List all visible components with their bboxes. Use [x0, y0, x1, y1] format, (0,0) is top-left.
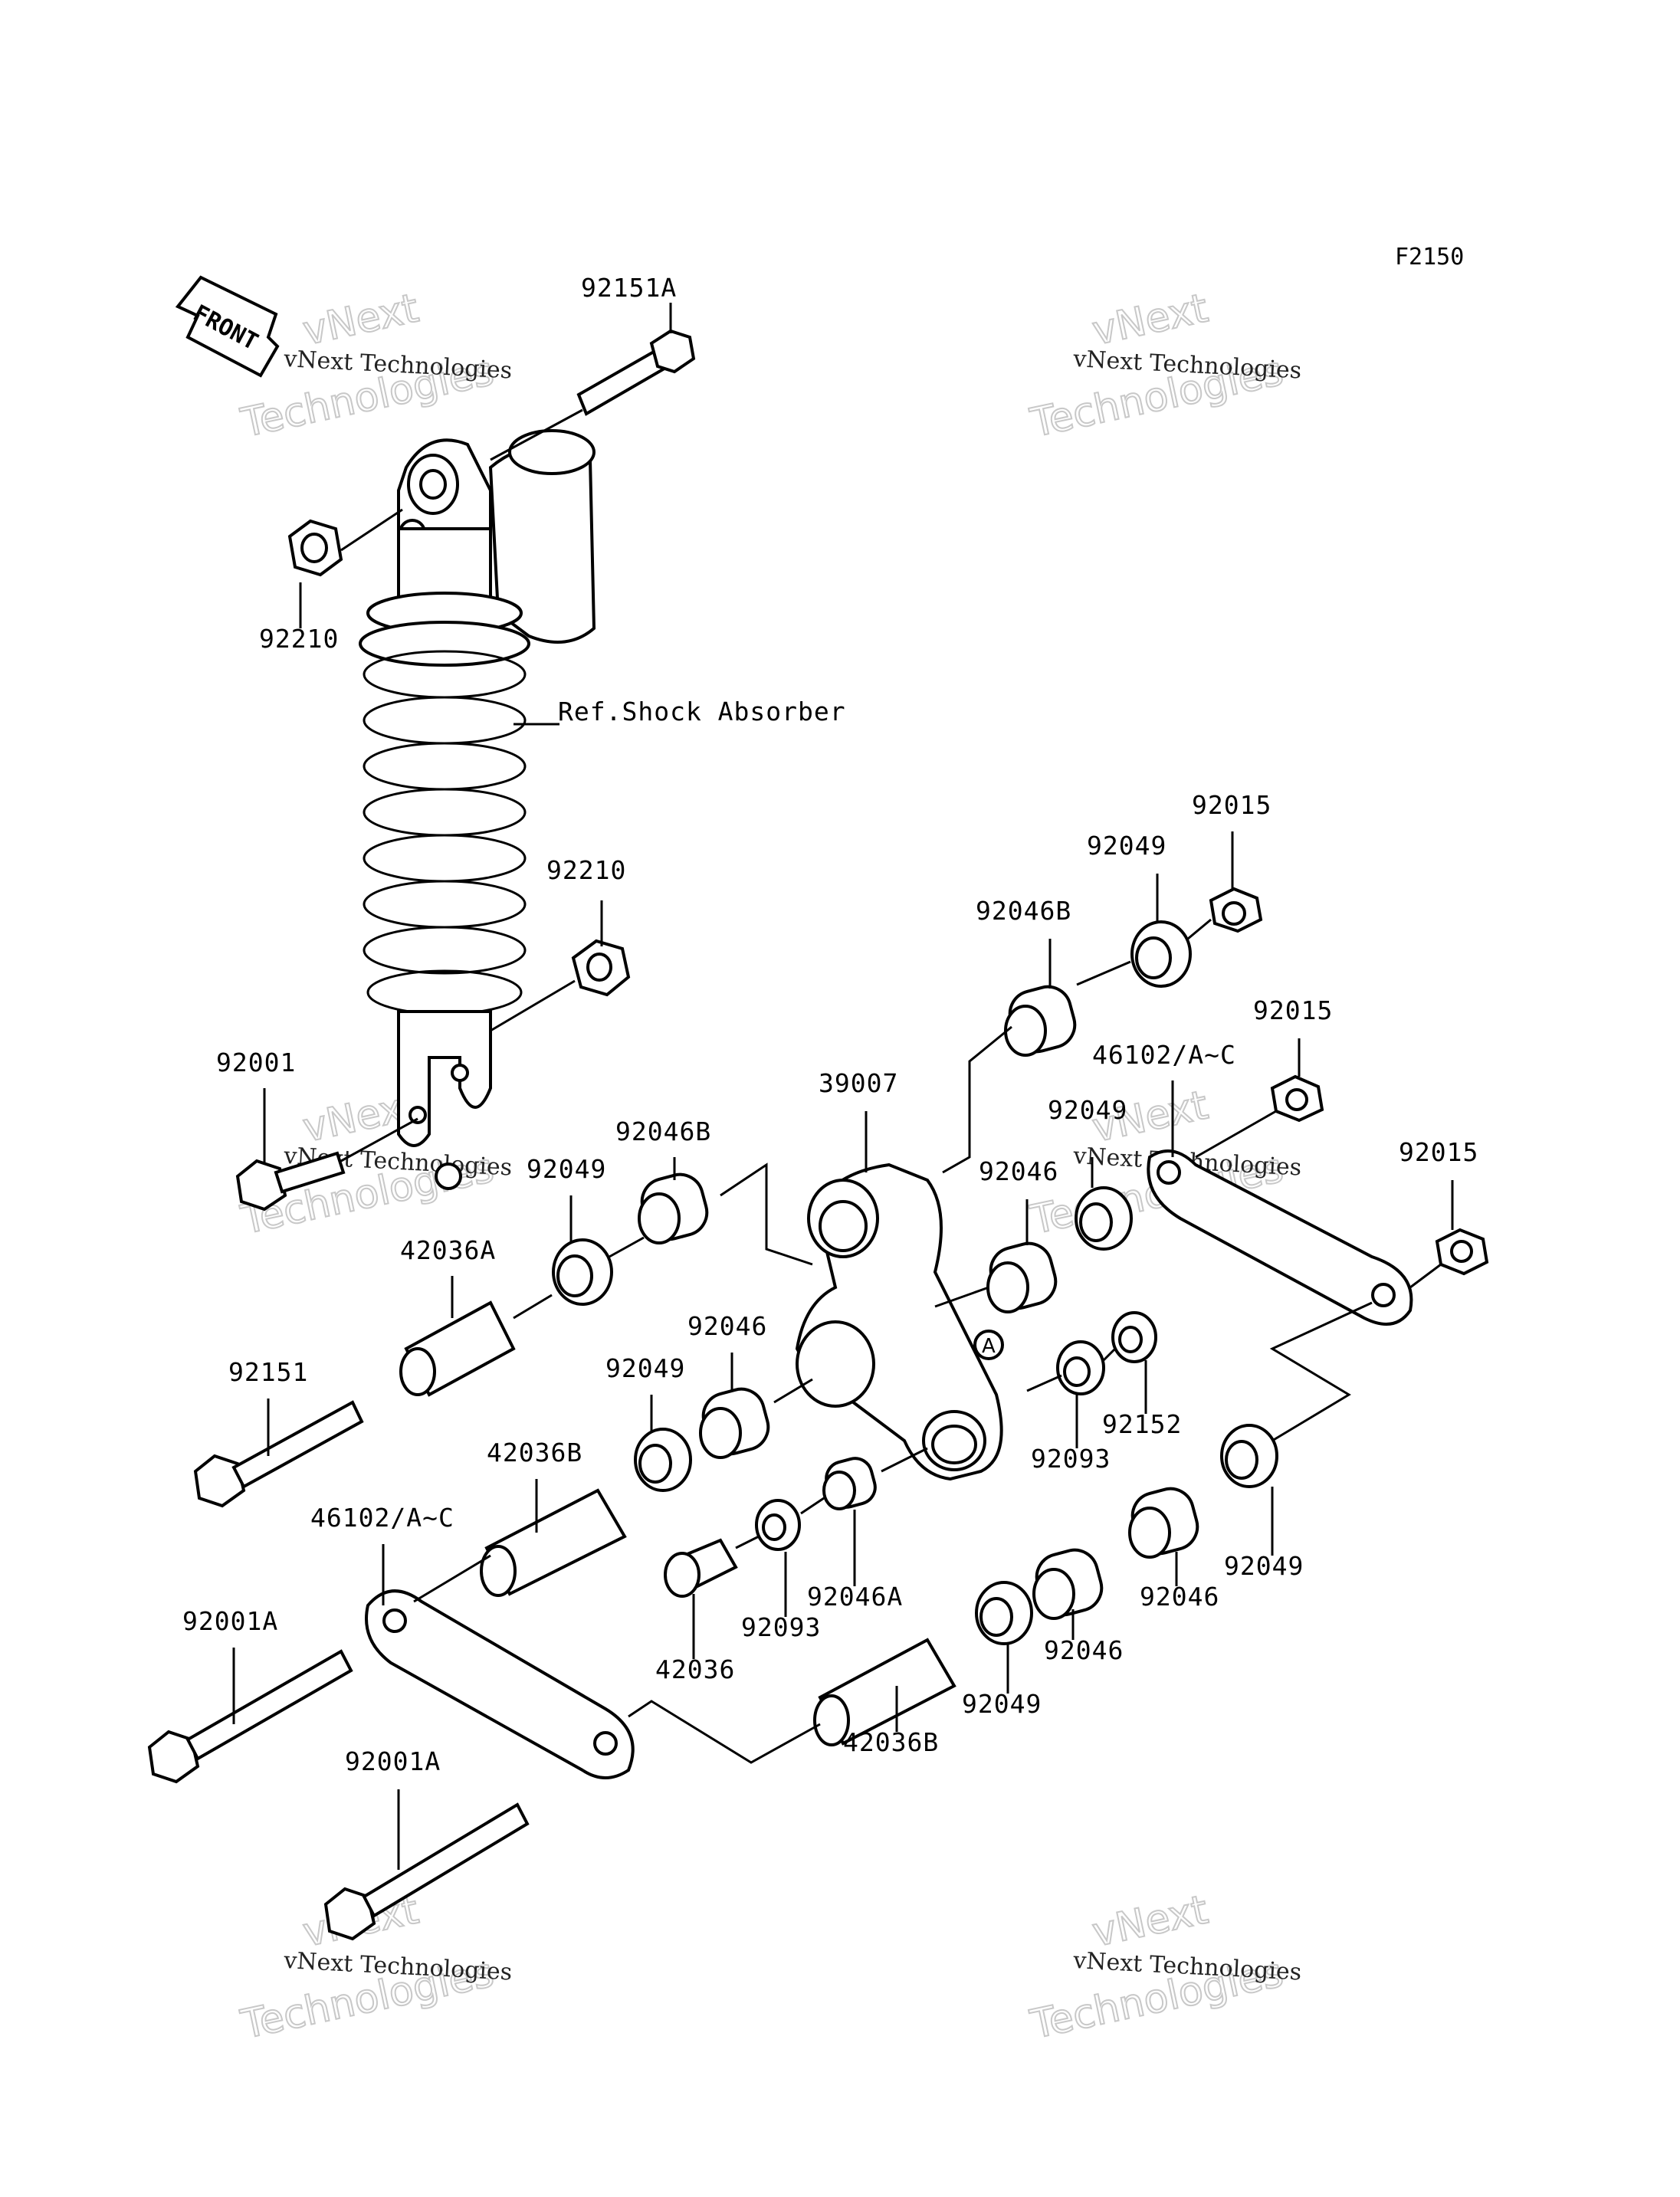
marker-a-badge: A — [973, 1330, 1004, 1360]
reference-label: Ref.Shock Absorber — [558, 697, 846, 726]
part-label: 92049 — [605, 1353, 685, 1383]
part-labels: 92151A 92210 92210 92001 92015 92049 920… — [182, 273, 1478, 1776]
seal-92049-lower-right — [1220, 1424, 1278, 1488]
part-label: 46102/A~C — [310, 1503, 454, 1533]
part-label: 92151 — [228, 1357, 308, 1387]
bolt-92151 — [193, 1400, 364, 1508]
part-label: 92049 — [962, 1689, 1042, 1719]
part-label: 92001A — [345, 1746, 441, 1776]
diagram-code: F2150 — [1395, 244, 1464, 271]
part-label: 92046B — [976, 896, 1071, 926]
svg-text:vNext: vNext — [1088, 1887, 1212, 1956]
part-label: 92093 — [1031, 1444, 1111, 1474]
watermark-bottom-right: vNext Technologies vNext Technologies — [1025, 1886, 1302, 2048]
seal-92049-mid-right — [1075, 1186, 1133, 1251]
tie-rod-46102-right — [1147, 1149, 1413, 1326]
bearing-92046-lower — [1032, 1548, 1104, 1620]
collar-92015-right-top — [1270, 1074, 1324, 1123]
part-label: 39007 — [819, 1068, 898, 1098]
collar-92015-right — [1435, 1228, 1489, 1276]
seal-92049-upper — [1130, 920, 1192, 988]
part-label: 92049 — [527, 1154, 606, 1184]
part-label: 92093 — [741, 1612, 821, 1642]
part-label: 92049 — [1087, 831, 1166, 861]
bearing-92046B-upper — [1004, 985, 1077, 1057]
bearing-92046-lower-right — [1128, 1487, 1199, 1559]
collar-42036A — [399, 1300, 516, 1397]
collar-92015-upper — [1209, 887, 1263, 933]
nut-92210-mid — [490, 939, 631, 1032]
svg-text:vNext: vNext — [1088, 285, 1212, 354]
part-label: 92151A — [581, 273, 677, 303]
part-label: 92001A — [182, 1606, 278, 1636]
rocker-arm-39007 — [795, 1162, 1003, 1481]
marker-a-circle-icon — [435, 1162, 462, 1190]
part-label: 92046B — [615, 1117, 711, 1146]
marker-a-label: A — [982, 1335, 996, 1358]
bearing-92046-mid-right — [986, 1241, 1058, 1313]
seal-92093-right — [1056, 1340, 1105, 1395]
front-arrow-icon: FRONT — [175, 275, 280, 378]
part-label: 42036 — [655, 1654, 735, 1684]
collar-42036B-upper — [480, 1488, 627, 1597]
part-label: 92049 — [1048, 1095, 1127, 1125]
part-label: 42036B — [843, 1727, 939, 1757]
part-label: 92046 — [1140, 1582, 1219, 1612]
part-label: 92015 — [1399, 1137, 1478, 1167]
part-label: 92015 — [1192, 790, 1271, 820]
seal-92049-center — [634, 1428, 692, 1492]
watermark-top-left: vNext Technologies vNext Technologies — [236, 284, 513, 447]
part-label: 46102/A~C — [1092, 1040, 1236, 1070]
bolt-92001A-lower — [323, 1802, 530, 1941]
part-label: 92210 — [259, 624, 339, 654]
shock-absorber — [359, 429, 596, 1147]
collar-42036B-lower — [813, 1638, 956, 1746]
seal-92049-lower — [975, 1581, 1033, 1645]
bearing-92046-center — [699, 1387, 770, 1459]
part-label: 92152 — [1102, 1409, 1182, 1439]
seal-92093-left — [755, 1499, 801, 1551]
svg-text:vNext: vNext — [299, 285, 422, 354]
bearing-92046A — [822, 1457, 877, 1510]
leader-lines — [232, 303, 1454, 1870]
part-label: 92210 — [546, 855, 626, 885]
part-label: 92046 — [979, 1156, 1058, 1186]
bearing-92046B-left — [638, 1172, 709, 1244]
part-label: 92001 — [216, 1048, 296, 1077]
part-label: 92046A — [807, 1582, 903, 1612]
nut-92210-top — [287, 508, 403, 577]
part-label: 92046 — [1044, 1635, 1124, 1665]
watermark-top-right: vNext Technologies vNext Technologies — [1025, 284, 1302, 447]
bolt-92001 — [235, 1117, 418, 1212]
part-label: 42036B — [487, 1438, 582, 1467]
seal-92049-left — [552, 1238, 613, 1306]
tie-rod-46102-left — [365, 1589, 635, 1779]
seal-92152 — [1111, 1311, 1157, 1363]
part-label: 92046 — [687, 1311, 767, 1341]
part-label: 92049 — [1224, 1551, 1304, 1581]
collar-42036 — [664, 1538, 738, 1598]
bolt-92151A — [490, 329, 696, 461]
part-label: 42036A — [400, 1235, 496, 1265]
part-label: 92015 — [1253, 995, 1333, 1025]
bolt-92001A-upper — [147, 1649, 353, 1784]
